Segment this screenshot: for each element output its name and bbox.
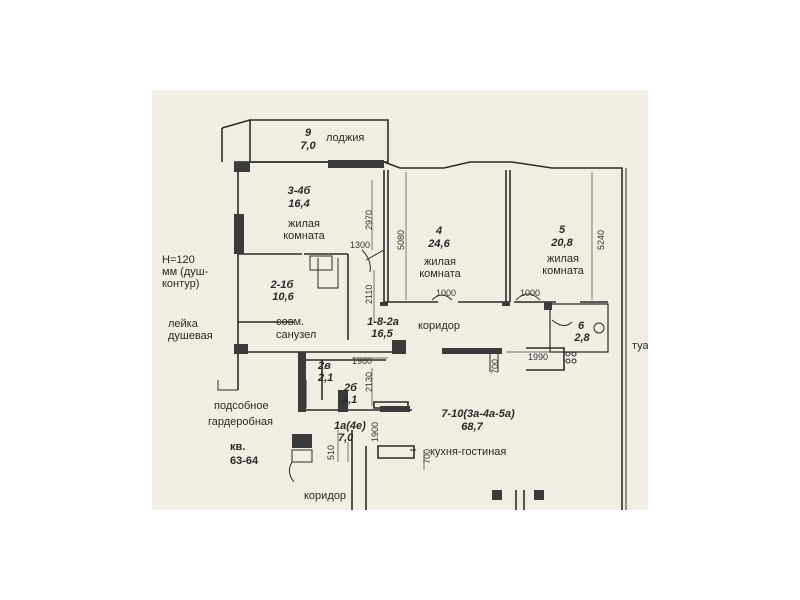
r2b-number: 2б — [344, 382, 357, 394]
loggia-number: 9 — [304, 127, 312, 139]
dim-700b: 700 — [422, 448, 432, 464]
hall-area: 16,5 — [371, 328, 393, 340]
dim-2110: 2110 — [364, 284, 374, 304]
living2-area: 24,6 — [428, 238, 450, 250]
r1a-number: 1а(4е) — [334, 420, 366, 432]
living2-name: жилая комната — [419, 256, 461, 280]
living3-number: 5 — [558, 224, 566, 236]
loggia-outline — [249, 119, 389, 163]
dim-1980: 1980 — [352, 356, 373, 366]
floor-plan: 9 7,0 лоджия 3-4б 16,4 жилая комната 4 2… — [152, 90, 648, 510]
kitchen-area: 68,7 — [461, 421, 483, 433]
living1-name: жилая комната — [283, 218, 325, 242]
dim-2130: 2130 — [364, 371, 374, 392]
dim-2970: 2970 — [364, 209, 374, 230]
dim-1990: 1990 — [528, 352, 549, 362]
bath-number: 2-1б — [270, 279, 294, 291]
hall-name: коридор — [418, 320, 460, 332]
height-note: Н=120 мм (душ- контур) — [162, 254, 209, 290]
bath-name: совм. санузел — [276, 316, 317, 341]
r2v-number: 2в — [318, 360, 331, 372]
wc-area: 2,8 — [574, 332, 590, 344]
living3-name: жилая комната — [542, 253, 584, 277]
utility-label: подсобное — [214, 400, 269, 412]
bath-area: 10,6 — [272, 291, 294, 303]
dim-1900: 1900 — [370, 421, 380, 442]
hall-number: 1-8-2а — [367, 316, 399, 328]
r1a-area: 7,0 — [338, 432, 354, 444]
dim-510: 510 — [326, 444, 336, 460]
loggia-name: лоджия — [326, 132, 365, 144]
kitchen-number: 7-10(3а-4а-5а) — [441, 408, 515, 420]
dim-1000a: 1000 — [436, 288, 457, 298]
dim-1000b: 1000 — [520, 288, 541, 298]
wc-number: 6 — [577, 320, 585, 332]
r2v-area: 2,1 — [318, 372, 334, 384]
dim-5240: 5240 — [596, 229, 606, 250]
kitchen-name: кухня-гостиная — [430, 446, 507, 458]
loggia-area: 7,0 — [300, 140, 316, 152]
living1-number: 3-4б — [287, 185, 311, 197]
wardrobe-label: гардеробная — [208, 416, 273, 428]
wc-name: туа — [632, 340, 648, 352]
shower-note: лейка душевая — [168, 318, 213, 342]
dim-700a: 700 — [490, 358, 500, 374]
dim-1300: 1300 — [350, 240, 371, 250]
living2-number: 4 — [435, 225, 443, 237]
living1-area: 16,4 — [288, 198, 310, 210]
apartment-label: кв. 63-64 — [230, 441, 259, 467]
floor-plan-drawing — [217, 119, 627, 510]
r2b-area: 4,1 — [342, 394, 358, 406]
living3-area: 20,8 — [551, 237, 573, 249]
corridor-bottom-label: коридор — [304, 490, 346, 502]
dim-5080: 5080 — [396, 229, 406, 250]
